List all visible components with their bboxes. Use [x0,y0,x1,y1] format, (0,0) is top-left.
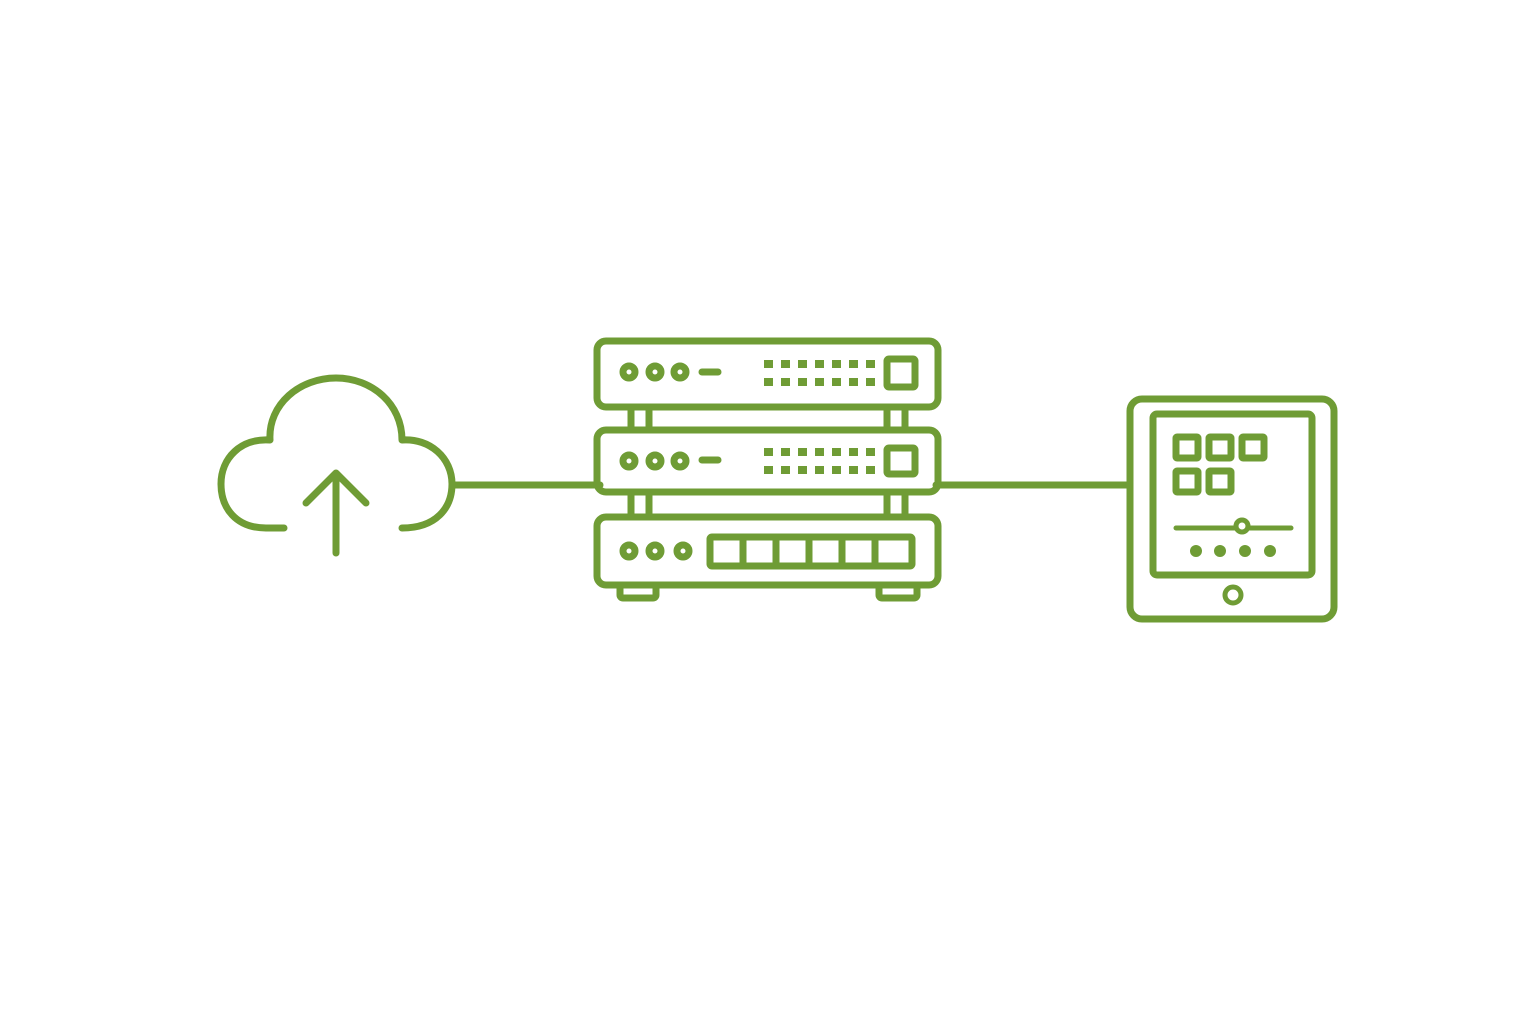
status-light [645,362,665,382]
tablet-home-button [1222,584,1244,606]
app-tile [1172,467,1202,496]
status-light [619,541,639,561]
server-unit-1 [593,337,942,411]
app-tile [1172,433,1202,462]
app-tile [1205,467,1235,496]
cloud-upload-icon [217,374,456,557]
status-light [619,362,639,382]
upload-arrow-head [302,469,370,507]
tablet-screen [1149,410,1316,579]
tablet-frame [1126,395,1338,623]
status-light [670,451,690,471]
server-unit-3 [593,513,942,602]
status-light [673,541,693,561]
display-panel [883,444,919,478]
app-tile [1238,433,1268,462]
server-unit-2 [593,426,942,496]
rack-foot [875,581,921,602]
rack-foot [616,581,660,602]
app-tile [1205,433,1235,462]
tablet-icon [1126,395,1338,623]
led-grid-unit-1 [764,360,875,386]
server-unit-frame [593,426,942,496]
server-unit-frame [593,513,942,589]
server-unit-frame [593,337,942,411]
led-grid-unit-2 [764,448,875,474]
cloud-outline [217,374,456,532]
status-light [670,362,690,382]
status-light [645,541,665,561]
display-panel [883,355,919,391]
status-light [645,451,665,471]
server-rack-icon [593,337,942,602]
slider-knob [1233,517,1251,535]
tablet-page-dots [1190,545,1276,557]
status-light [619,451,639,471]
